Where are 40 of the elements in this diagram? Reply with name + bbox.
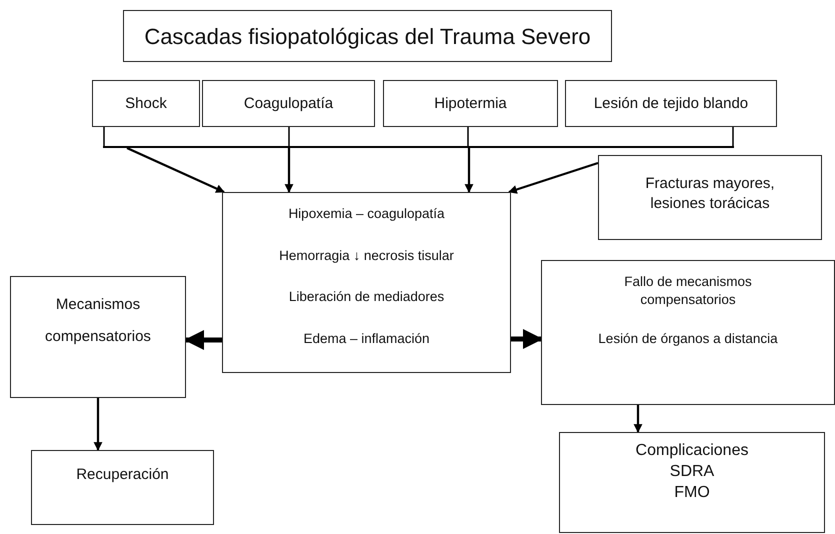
process-box: [31, 450, 214, 525]
node-text: Coagulopatía: [244, 94, 334, 114]
node-text: Hipoxemia – coagulopatía: [288, 205, 445, 223]
node-text: Lesión de órganos a distancia: [598, 330, 778, 348]
process-box: [222, 192, 511, 373]
arrow: [126, 147, 225, 193]
node-text: Complicaciones: [636, 441, 748, 461]
node-text: Fallo de mecanismos compensatorios: [623, 273, 753, 308]
node-text: FMO: [674, 482, 710, 503]
arrow: [508, 162, 598, 194]
process-box: [383, 80, 558, 127]
process-box: [565, 80, 777, 127]
process-box: [598, 155, 822, 240]
node-text: Liberación de mediadores: [288, 288, 444, 306]
connector-line: [467, 127, 469, 146]
node-text: Shock: [125, 94, 167, 114]
arrow: [184, 330, 222, 350]
arrow: [634, 405, 642, 433]
node-text: Mecanismos compensatorios: [44, 295, 152, 347]
node-text: Hemorragia ↓ necrosis tisular: [279, 246, 454, 264]
node-text: Cascadas fisiopatológicas del Trauma Severo: [144, 23, 591, 51]
node-text: SDRA: [670, 462, 714, 482]
process-box: [202, 80, 375, 127]
process-box: [559, 432, 825, 533]
node-text: Lesión de tejido blando: [594, 94, 748, 114]
connector-line: [732, 127, 734, 146]
process-box: [10, 276, 186, 398]
arrow: [464, 148, 474, 193]
node-text: Recuperación: [76, 465, 169, 484]
connector-line: [103, 127, 105, 146]
process-box: [541, 260, 835, 405]
arrow: [94, 398, 102, 451]
node-text: Edema – inflamación: [303, 330, 430, 348]
connector-line: [288, 127, 290, 146]
title-box: [123, 10, 612, 62]
arrow: [284, 148, 294, 193]
arrow: [511, 329, 543, 349]
process-box: [92, 80, 200, 127]
node-text: Fracturas mayores, lesiones torácicas: [644, 174, 776, 213]
node-text: Hipotermia: [434, 94, 507, 114]
